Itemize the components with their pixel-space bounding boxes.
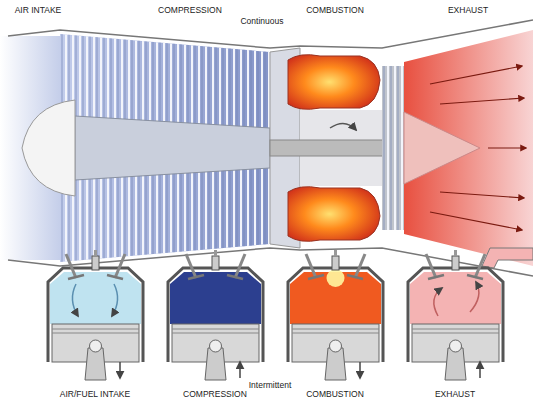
stage-label: COMBUSTION: [306, 390, 364, 399]
stage-label: EXHAUST: [448, 6, 488, 15]
stage-label: EXHAUST: [435, 390, 475, 399]
stage-label: AIR/FUEL INTAKE: [60, 390, 130, 399]
stage-label: Intermittent: [249, 381, 292, 390]
stage-label: COMPRESSION: [183, 390, 247, 399]
stage-label: COMBUSTION: [306, 6, 364, 15]
stage-label: AIR INTAKE: [15, 6, 62, 15]
jet-engine: [0, 20, 533, 276]
stage-label: COMPRESSION: [158, 6, 222, 15]
piston-cylinders: [48, 248, 533, 380]
stage-label: Continuous: [240, 17, 283, 26]
